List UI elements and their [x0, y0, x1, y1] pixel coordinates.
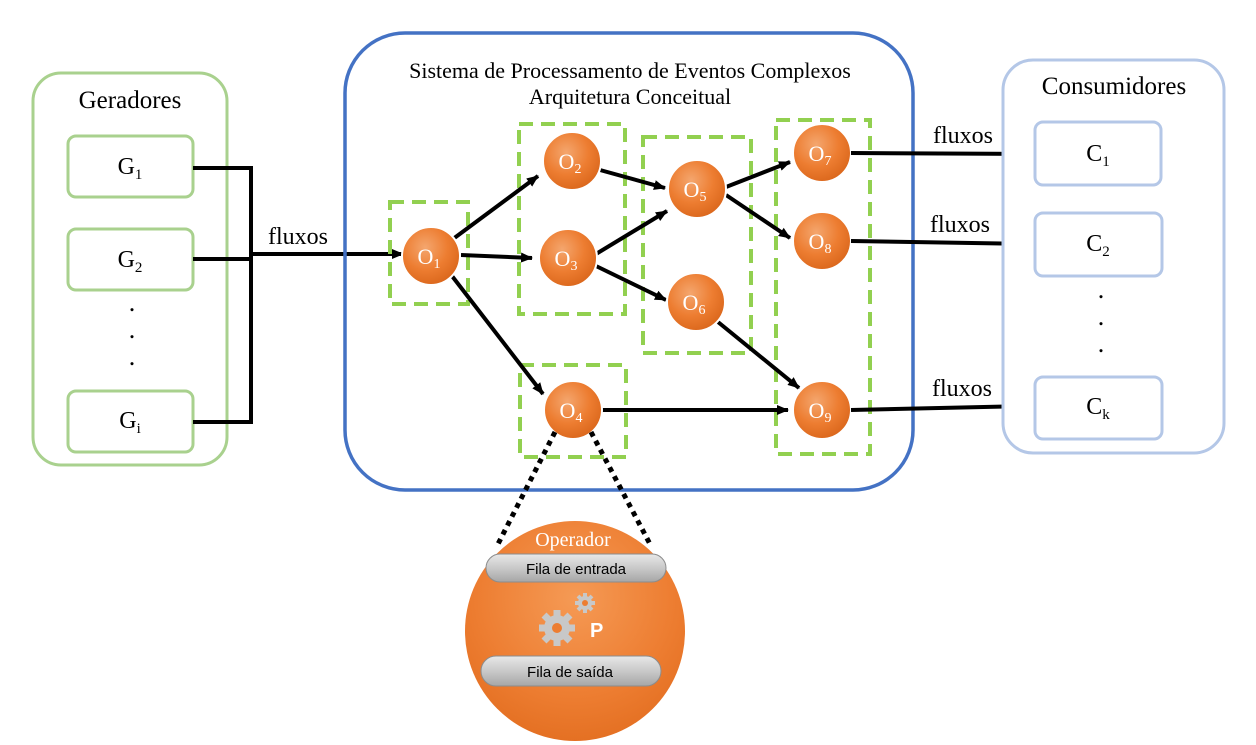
output-arrow-2: [850, 238, 1031, 249]
operator-node-2: O2: [542, 131, 602, 191]
consumer-ellipsis-dot-1: .: [1098, 275, 1105, 304]
consumer-ellipsis-dot-3: .: [1098, 329, 1105, 358]
input-queue-label: Fila de entrada: [526, 561, 627, 578]
operator-node-6: O6: [666, 272, 726, 332]
process-symbol: P: [590, 620, 603, 642]
small-gear-icon: [575, 593, 595, 613]
operator-node-7: O7: [792, 123, 852, 183]
zoom-lines: [494, 430, 654, 548]
operator-group-5: [518, 363, 628, 459]
operator-edges: [450, 160, 801, 415]
svg-text:O7: O7: [809, 141, 832, 169]
input-flow-label: fluxos: [268, 224, 328, 250]
operator-detail-title: Operador: [535, 529, 611, 551]
consumers-panel: Consumidores C1 C2 . . . Ck: [1001, 58, 1226, 455]
output-flow-label-3: fluxos: [932, 376, 992, 402]
operator-node-5: O5: [667, 159, 727, 219]
operator-node-1: O1: [401, 226, 461, 286]
operator-group-1: [388, 200, 470, 306]
generator-ellipsis-dot-1: .: [129, 288, 136, 317]
generator-ellipsis-dot-2: .: [129, 315, 136, 344]
consumer-label-1: C1: [1086, 141, 1110, 170]
consumers-title: Consumidores: [1042, 73, 1186, 100]
operator-node-9: O9: [792, 380, 852, 440]
system-title: Sistema de Processamento de Eventos Comp…: [409, 58, 851, 83]
generators-title: Geradores: [79, 87, 182, 114]
cep-system-panel: Sistema de Processamento de Eventos Comp…: [343, 31, 915, 492]
svg-text:O2: O2: [559, 149, 582, 177]
operator-node-3: O3: [538, 228, 598, 288]
operator-detail: Operador Fila de entrada P: [465, 521, 685, 741]
generator-ellipsis-dot-3: .: [129, 342, 136, 371]
system-subtitle: Arquitetura Conceitual: [529, 84, 731, 109]
generators-panel: Geradores G1 G2 . . . Gi: [31, 71, 229, 467]
output-flow-label-1: fluxos: [933, 123, 993, 149]
operator-group-4: [774, 118, 872, 456]
output-queue-label: Fila de saída: [527, 664, 614, 681]
input-queue-bar: [485, 553, 667, 583]
operator-group-3: [641, 135, 753, 355]
svg-text:O8: O8: [809, 229, 832, 257]
operator-group-2: [517, 122, 627, 316]
generator-label-1: G1: [118, 154, 143, 183]
consumer-box-2: [1033, 211, 1164, 278]
gear-icon: [539, 610, 575, 646]
output-arrow-3: [850, 401, 1031, 412]
output-flow-label-2: fluxos: [930, 212, 990, 238]
operator-node-8: O8: [792, 211, 852, 271]
output-arrows: [850, 148, 1031, 412]
consumer-ellipsis-dot-2: .: [1098, 302, 1105, 331]
generator-label-i: Gi: [119, 408, 141, 437]
consumer-label-k: Ck: [1086, 394, 1110, 423]
output-arrow-1: [850, 148, 1031, 159]
consumer-box-1: [1033, 120, 1163, 187]
svg-text:O1: O1: [418, 244, 441, 272]
output-queue-bar: [480, 655, 662, 687]
svg-text:O5: O5: [684, 177, 707, 205]
consumer-label-2: C2: [1086, 231, 1110, 260]
input-connector: [193, 166, 404, 424]
svg-text:O6: O6: [683, 290, 706, 318]
svg-text:O4: O4: [560, 398, 583, 426]
consumer-box-k: [1033, 375, 1164, 441]
generator-label-2: G2: [118, 247, 143, 276]
svg-text:O3: O3: [555, 246, 578, 274]
operator-node-4: O4: [543, 380, 603, 440]
operator-groups: [388, 118, 872, 459]
svg-text:O9: O9: [809, 398, 832, 426]
